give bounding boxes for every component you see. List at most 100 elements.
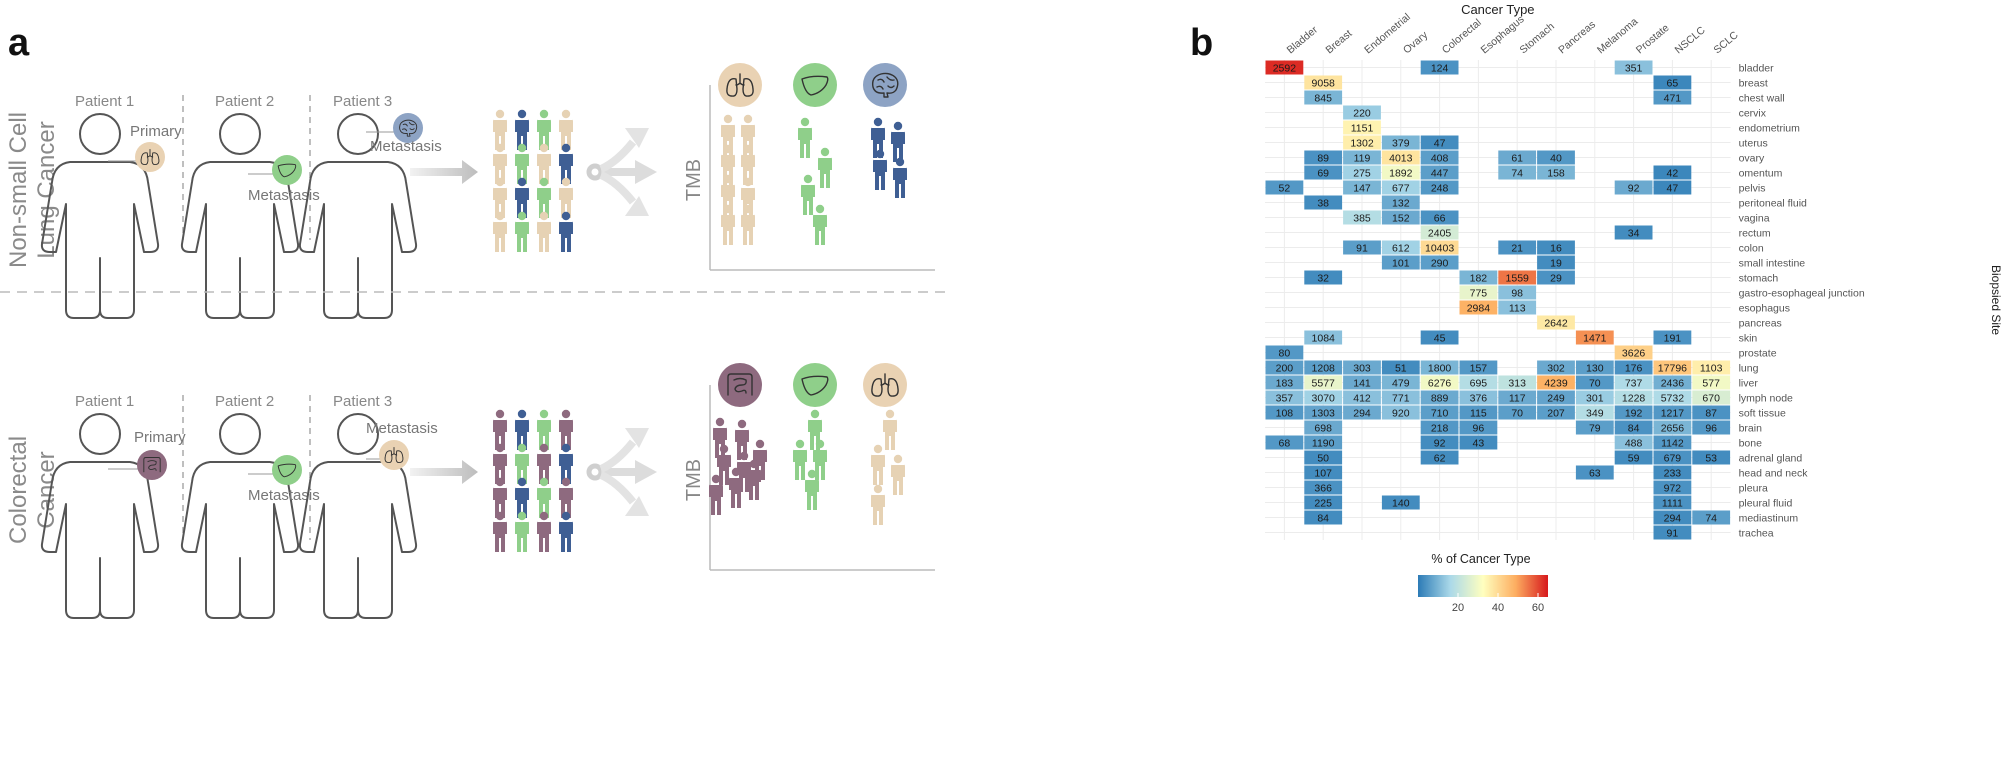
- person-icon: [493, 143, 507, 184]
- heatmap-cell: [1265, 435, 1304, 450]
- cell-value-label: 1800: [1428, 363, 1452, 375]
- heatmap-cell: [1575, 330, 1614, 345]
- heatmap-cell: [1653, 180, 1692, 195]
- cell-value-label: 96: [1705, 423, 1717, 435]
- liver-icon: [272, 155, 302, 185]
- person-icon: [493, 443, 507, 484]
- cell-value-label: 1190: [1312, 438, 1335, 450]
- patient-figure: [298, 113, 418, 319]
- heatmap-cell: [1498, 390, 1537, 405]
- person-icon: [559, 409, 573, 450]
- site-label: Metastasis: [248, 187, 320, 204]
- cell-value-label: 248: [1431, 183, 1449, 195]
- heatmap-cell: [1614, 360, 1653, 375]
- cell-value-label: 16: [1550, 243, 1562, 255]
- cell-value-label: 1302: [1350, 138, 1374, 150]
- y-tick-label: brain: [1739, 423, 1763, 435]
- patient-name: Patient 2: [215, 393, 274, 410]
- cell-value-label: 612: [1392, 243, 1410, 255]
- person-icon: [721, 204, 735, 245]
- heatmap-cell: [1343, 375, 1381, 390]
- person-icon: [493, 477, 507, 518]
- heatmap-cell: [1420, 450, 1459, 465]
- cell-value-label: 21: [1511, 243, 1523, 255]
- y-tick-label: pleural fluid: [1739, 498, 1793, 510]
- cell-value-label: 1559: [1506, 273, 1530, 285]
- heatmap-cell: [1343, 120, 1381, 135]
- heatmap-cell: [1653, 360, 1692, 375]
- cell-value-label: 303: [1353, 363, 1371, 375]
- y-tick-label: ovary: [1739, 153, 1765, 165]
- cell-value-label: 679: [1664, 453, 1682, 465]
- cell-value-label: 2984: [1467, 303, 1491, 315]
- cell-value-label: 2642: [1544, 318, 1568, 330]
- cell-value-label: 218: [1431, 423, 1449, 435]
- heatmap-cell: [1304, 360, 1343, 375]
- cell-value-label: 91: [1356, 243, 1368, 255]
- cell-value-label: 119: [1354, 153, 1371, 165]
- branch-arrow: [586, 428, 657, 516]
- y-tick-label: colon: [1739, 243, 1764, 255]
- cell-value-label: 84: [1317, 513, 1329, 525]
- heatmap-cell: [1498, 300, 1537, 315]
- person-icon: [515, 177, 529, 218]
- cell-value-label: 4239: [1544, 378, 1568, 390]
- heatmap-cell: [1537, 315, 1575, 330]
- cell-value-label: 61: [1511, 153, 1523, 165]
- cell-value-label: 275: [1353, 168, 1371, 180]
- y-tick-label: vagina: [1739, 213, 1770, 225]
- y-tick-label: mediastinum: [1739, 513, 1799, 525]
- cell-value-label: 10403: [1425, 243, 1454, 255]
- cell-value-label: 3626: [1622, 348, 1646, 360]
- heatmap-cell: [1265, 405, 1304, 420]
- cell-value-label: 1103: [1700, 363, 1723, 375]
- heatmap-cell: [1575, 465, 1614, 480]
- person-icon: [559, 109, 573, 150]
- cell-value-label: 152: [1392, 213, 1410, 225]
- cell-value-label: 249: [1547, 393, 1565, 405]
- cell-value-label: 408: [1431, 153, 1449, 165]
- person-icon: [801, 174, 815, 215]
- y-tick-label: omentum: [1739, 168, 1783, 180]
- cell-value-label: 101: [1392, 258, 1410, 270]
- heatmap-cell: [1304, 195, 1343, 210]
- heatmap-cell: [1265, 360, 1304, 375]
- person-icon: [493, 211, 507, 252]
- heatmap-cell: [1420, 240, 1459, 255]
- heatmap-cell: [1381, 495, 1420, 510]
- cell-value-label: 47: [1434, 138, 1446, 150]
- heatmap-cell: [1653, 510, 1692, 525]
- heatmap-cell: [1265, 375, 1304, 390]
- cell-value-label: 5577: [1312, 378, 1336, 390]
- person-icon: [493, 109, 507, 150]
- cell-value-label: 385: [1353, 213, 1371, 225]
- legend-colorbar: [1418, 575, 1548, 597]
- cell-value-label: 45: [1434, 333, 1446, 345]
- person-icon: [559, 177, 573, 218]
- patient-name: Patient 1: [75, 393, 134, 410]
- cell-value-label: 220: [1353, 108, 1371, 120]
- heatmap-cell: [1614, 345, 1653, 360]
- heatmap-cell: [1304, 390, 1343, 405]
- y-tick-label: endometrium: [1739, 123, 1801, 135]
- cell-value-label: 69: [1317, 168, 1329, 180]
- x-tick-label-group: Pancreas: [1556, 19, 1598, 57]
- person-icon: [818, 147, 832, 188]
- heatmap-cell: [1420, 150, 1459, 165]
- heatmap-cell: [1459, 405, 1498, 420]
- heatmap-cell: [1381, 165, 1420, 180]
- cell-value-label: 710: [1431, 408, 1449, 420]
- person-icon: [493, 409, 507, 450]
- heatmap-cell: [1420, 435, 1459, 450]
- person-icon: [559, 443, 573, 484]
- person-icon: [813, 439, 827, 480]
- cell-value-label: 132: [1392, 198, 1410, 210]
- y-tick-label: liver: [1739, 378, 1759, 390]
- heatmap-cell: [1420, 330, 1459, 345]
- cell-value-label: 1142: [1661, 438, 1684, 450]
- heatmap-cell: [1614, 405, 1653, 420]
- heatmap-cell: [1420, 180, 1459, 195]
